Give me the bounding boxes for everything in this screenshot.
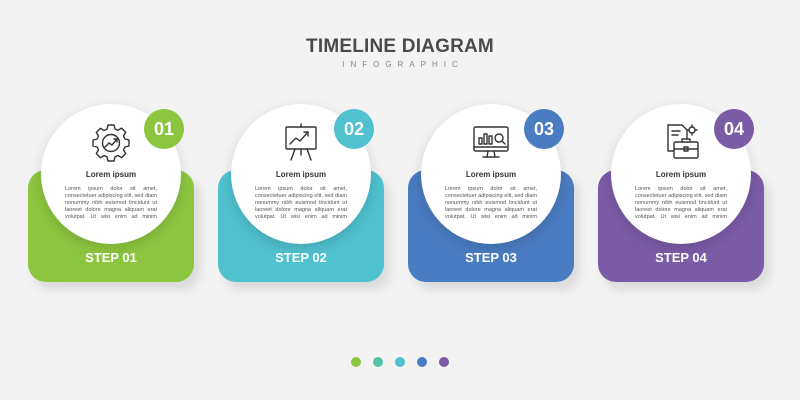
pagination-dot-4[interactable] xyxy=(417,357,427,367)
pagination-dots xyxy=(0,357,800,367)
page-title: TIMELINE DIAGRAM xyxy=(306,36,494,57)
step-3-description: Lorem ipsum dolor sit amet, consectetuer… xyxy=(445,186,537,220)
step-2-description: Lorem ipsum dolor sit amet, consectetuer… xyxy=(255,186,347,220)
step-4-number-badge: 04 xyxy=(714,109,754,149)
step-2-label: STEP 02 xyxy=(275,250,327,265)
step-4-label: STEP 04 xyxy=(655,250,707,265)
step-2-number-badge: 02 xyxy=(334,109,374,149)
timeline-step-4: STEP 04 Lorem ipsum Lorem ipsum dolor si… xyxy=(598,104,768,286)
step-2-card: Lorem ipsum Lorem ipsum dolor sit amet, … xyxy=(231,104,371,244)
pagination-dot-2[interactable] xyxy=(373,357,383,367)
presentation-board-icon xyxy=(281,122,321,162)
step-3-title: Lorem ipsum xyxy=(465,170,517,179)
page-subtitle: INFOGRAPHIC xyxy=(342,60,464,69)
timeline-step-2: STEP 02 Lorem ipsum Lorem ipsum dolor si… xyxy=(218,104,388,286)
step-4-description: Lorem ipsum dolor sit amet, consectetuer… xyxy=(635,186,727,220)
step-1-card: Lorem ipsum Lorem ipsum dolor sit amet, … xyxy=(41,104,181,244)
timeline-step-3: STEP 03 Lorem ipsum Lorem ipsum dolor si… xyxy=(408,104,578,286)
step-2-title: Lorem ipsum xyxy=(275,170,327,179)
step-3-number-badge: 03 xyxy=(524,109,564,149)
step-4-title: Lorem ipsum xyxy=(655,170,707,179)
pagination-dot-1[interactable] xyxy=(351,357,361,367)
step-1-number-badge: 01 xyxy=(144,109,184,149)
step-3-label: STEP 03 xyxy=(465,250,517,265)
briefcase-documents-icon xyxy=(661,122,701,162)
step-1-title: Lorem ipsum xyxy=(85,170,137,179)
step-1-description: Lorem ipsum dolor sit amet, consectetuer… xyxy=(65,186,157,220)
gear-growth-icon xyxy=(91,122,131,162)
pagination-dot-5[interactable] xyxy=(439,357,449,367)
timeline-step-1: STEP 01 Lorem ipsum Lorem ipsum dolor si… xyxy=(28,104,198,286)
pagination-dot-3[interactable] xyxy=(395,357,405,367)
step-1-label: STEP 01 xyxy=(85,250,137,265)
monitor-analytics-icon xyxy=(471,122,511,162)
